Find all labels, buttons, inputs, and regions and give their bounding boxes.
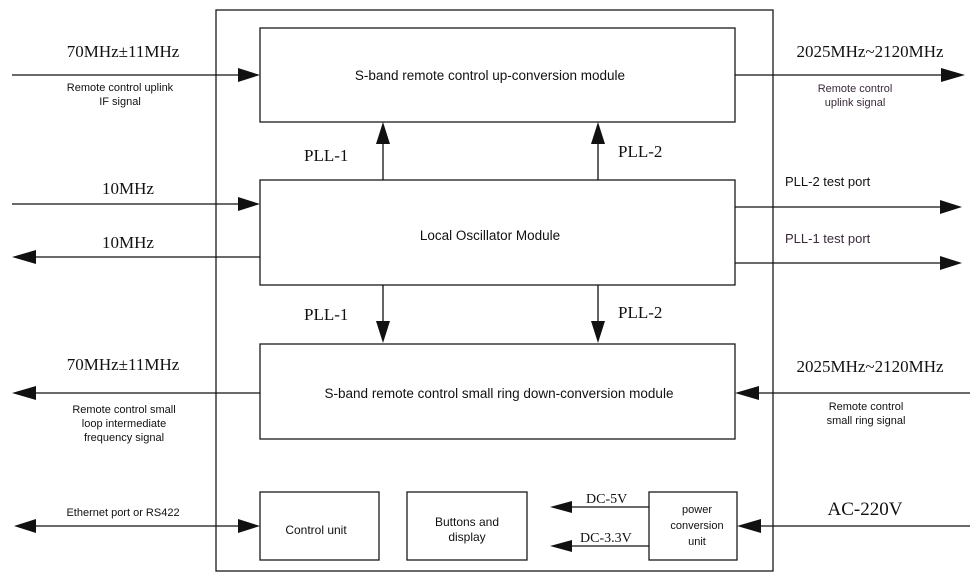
- ref-input-label: 10MHz: [102, 179, 154, 198]
- ac-input-label: AC-220V: [828, 499, 903, 520]
- power-label-line3: unit: [688, 536, 706, 548]
- uplink-output-frequency: 2025MHz~2120MHz: [796, 42, 944, 61]
- pll1-up-label: PLL-1: [304, 146, 348, 165]
- uplink-output-arrowhead: [941, 68, 965, 82]
- downconversion-module-label: S-band remote control small ring down-co…: [325, 386, 674, 401]
- uplink-output-desc-line2: uplink signal: [825, 97, 886, 109]
- pll2-up-arrowhead: [591, 122, 605, 144]
- uplink-input-frequency: 70MHz±11MHz: [67, 42, 180, 61]
- downconv-output-arrowhead: [12, 386, 36, 400]
- buttons-label-line2: display: [448, 530, 485, 544]
- pll1-down-label: PLL-1: [304, 305, 348, 324]
- power-label-line2: conversion: [670, 520, 723, 532]
- power-conversion-box: [648, 491, 738, 561]
- downconv-output-frequency: 70MHz±11MHz: [67, 355, 180, 374]
- buttons-display-box: [406, 491, 528, 561]
- downconv-input-desc-line2: small ring signal: [827, 415, 906, 427]
- pll1-test-label: PLL-1 test port: [785, 231, 871, 246]
- pll2-test-label: PLL-2 test port: [785, 174, 871, 189]
- dc33-arrowhead: [550, 540, 572, 552]
- dc5-label: DC-5V: [586, 492, 627, 507]
- uplink-input-arrowhead: [238, 68, 260, 82]
- ethernet-left-arrowhead: [14, 519, 36, 533]
- dc5-arrowhead: [550, 501, 572, 513]
- uplink-output-desc-line1: Remote control: [818, 83, 893, 95]
- pll1-test-arrowhead: [940, 256, 962, 270]
- ethernet-right-arrowhead: [238, 519, 260, 533]
- downconv-output-desc-line2: loop intermediate: [82, 418, 166, 430]
- control-unit-label: Control unit: [285, 523, 347, 537]
- uplink-input-desc-line2: IF signal: [99, 96, 141, 108]
- control-unit-box: [259, 491, 380, 561]
- pll2-up-label: PLL-2: [618, 142, 662, 161]
- ref-output-arrowhead: [12, 250, 36, 264]
- power-label-line1: power: [682, 504, 712, 516]
- downconv-input-arrowhead: [735, 386, 759, 400]
- pll2-down-label: PLL-2: [618, 303, 662, 322]
- downconv-output-desc-line1: Remote control small: [72, 404, 175, 416]
- ref-input-arrowhead: [238, 197, 260, 211]
- pll1-up-arrowhead: [376, 122, 390, 144]
- ac-input-arrowhead: [737, 519, 761, 533]
- ethernet-label: Ethernet port or RS422: [66, 507, 179, 519]
- downconv-input-desc-line1: Remote control: [829, 401, 904, 413]
- pll2-test-arrowhead: [940, 200, 962, 214]
- local-oscillator-module-box: [259, 179, 736, 286]
- downconv-input-frequency: 2025MHz~2120MHz: [796, 357, 944, 376]
- buttons-label-line1: Buttons and: [435, 515, 499, 529]
- upconversion-module-box: [259, 27, 736, 123]
- ref-output-label: 10MHz: [102, 233, 154, 252]
- downconversion-module-box: [259, 343, 736, 440]
- pll1-down-arrowhead: [376, 321, 390, 343]
- dc33-label: DC-3.3V: [580, 531, 632, 546]
- downconv-output-desc-line3: frequency signal: [84, 432, 164, 444]
- uplink-input-desc-line1: Remote control uplink: [67, 82, 174, 94]
- pll2-down-arrowhead: [591, 321, 605, 343]
- local-oscillator-label: Local Oscillator Module: [420, 228, 560, 243]
- upconversion-module-label: S-band remote control up-conversion modu…: [355, 68, 625, 83]
